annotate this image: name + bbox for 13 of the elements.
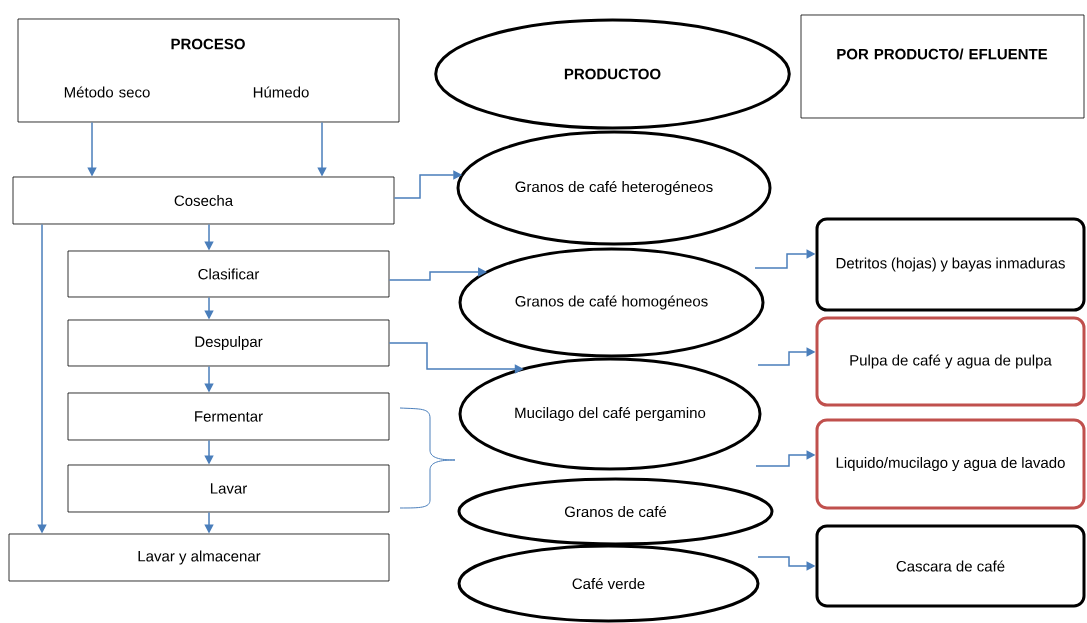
arrow [388, 267, 487, 281]
process-box: Fermentar [67, 392, 390, 441]
byproduct-box: Liquido/mucilago y agua de lavado [815, 418, 1086, 510]
heading-box: POR PRODUCTO/ EFLUENTE [800, 14, 1085, 119]
byproduct-box: Detritos (hojas) y bayas inmaduras [815, 217, 1086, 312]
byproduct-box: Cascara de café [815, 524, 1086, 608]
process-box: Cosecha [12, 176, 395, 225]
process-box: Lavar [67, 464, 390, 513]
byproduct-box: Pulpa de café y agua de pulpa [815, 316, 1086, 407]
process-box: Despulpar [67, 319, 390, 367]
process-header-box: PROCESO Método seco Húmedo [17, 18, 400, 123]
process-box: Lavar y almacenar [8, 533, 390, 582]
process-box: Clasificar [67, 250, 390, 298]
